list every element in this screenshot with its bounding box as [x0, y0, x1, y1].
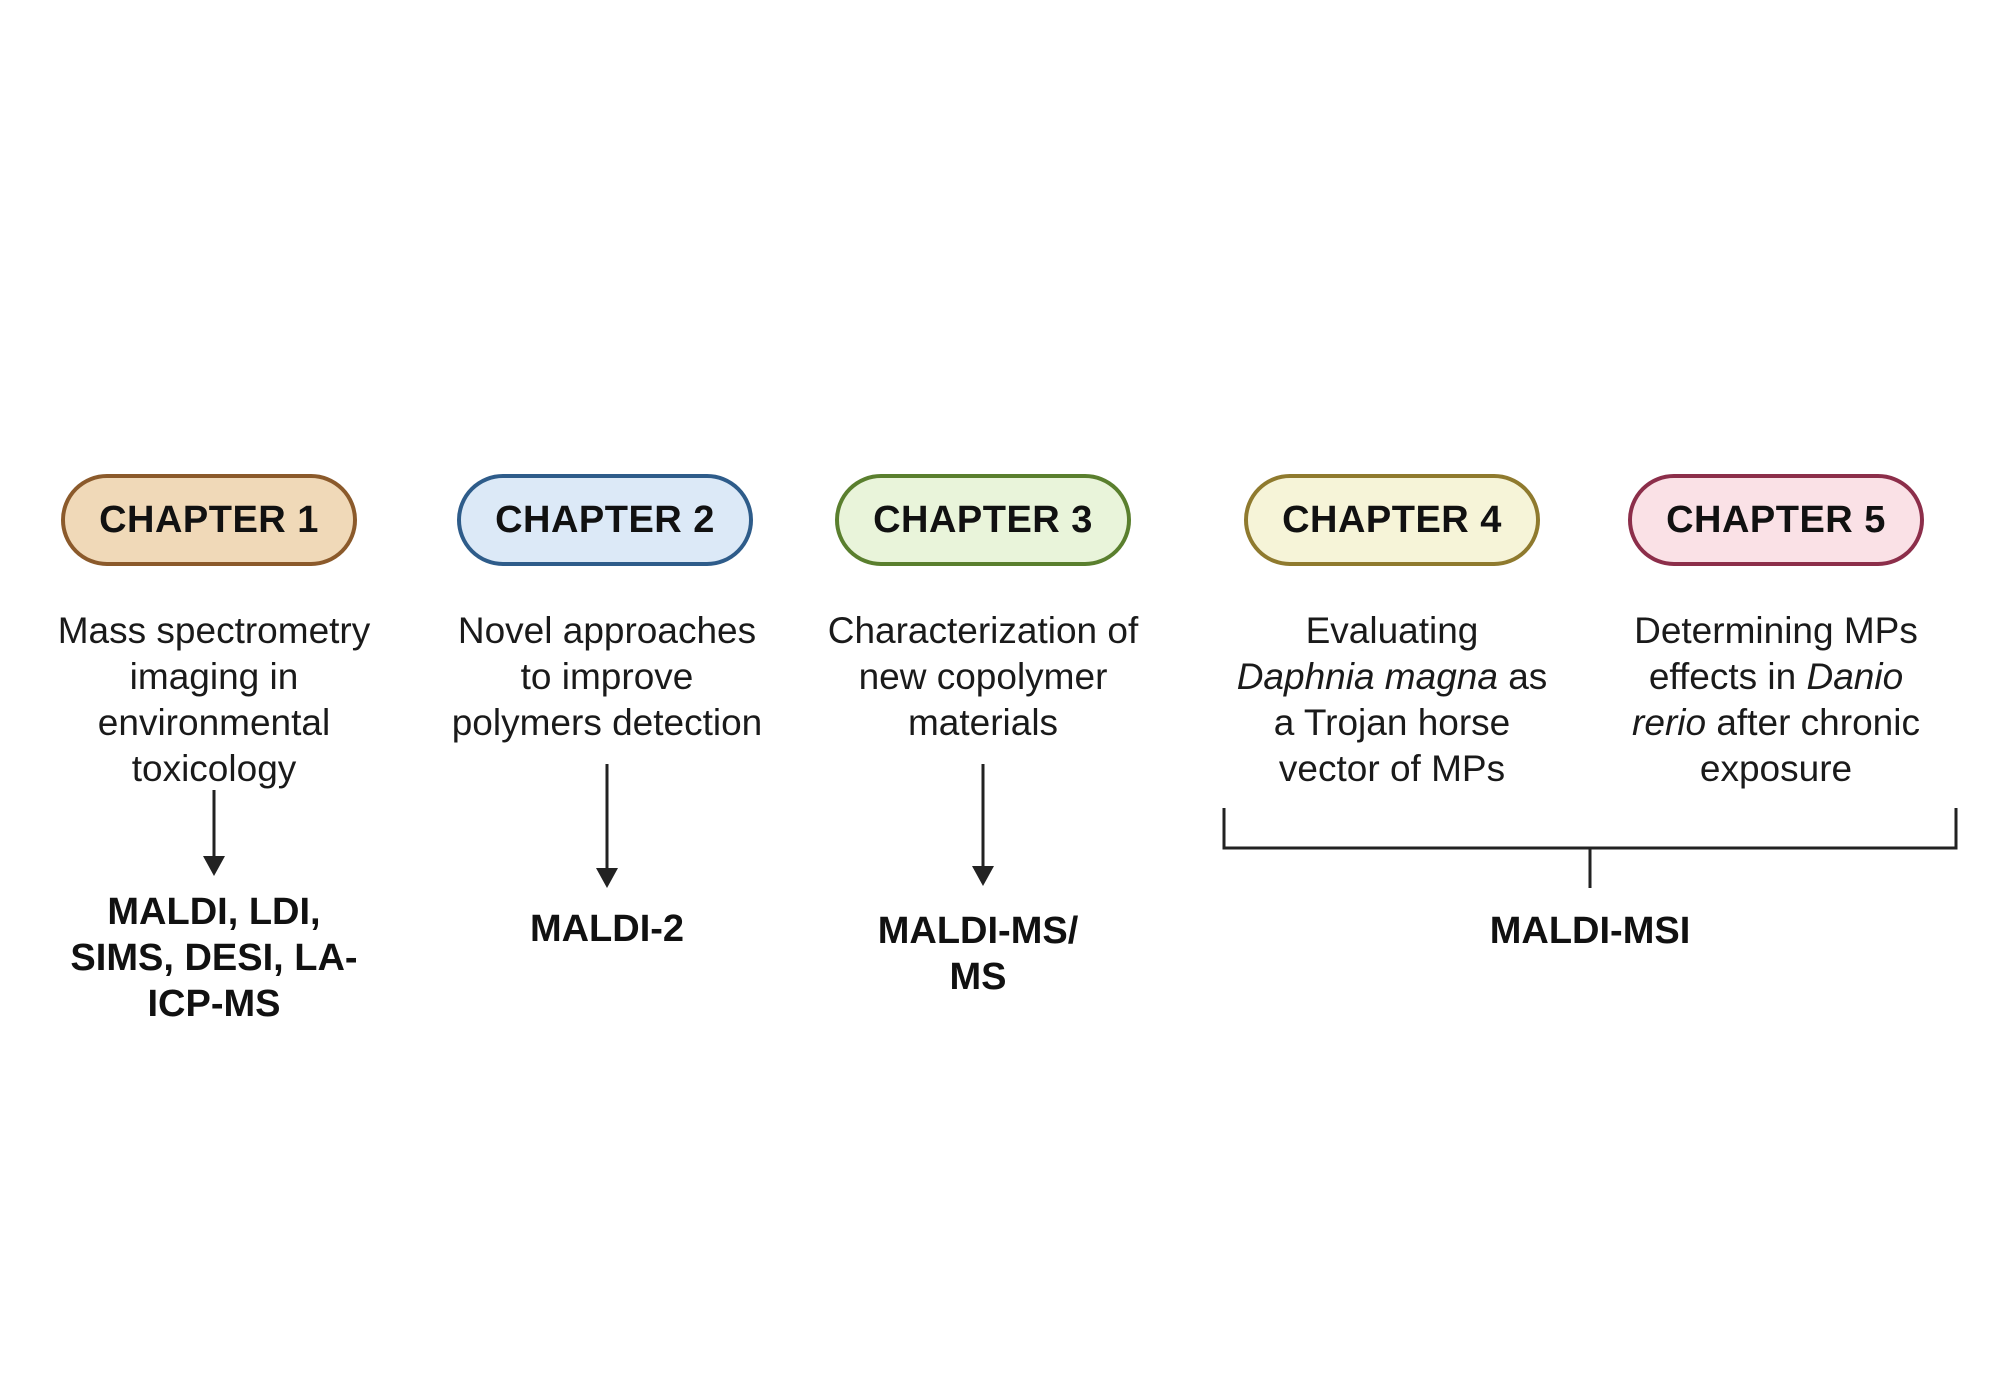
chapter-3-label: CHAPTER 3 [873, 498, 1093, 541]
description-text: effects in [1648, 656, 1807, 697]
description-text: toxicology [131, 748, 297, 789]
description-text: Novel approaches [457, 610, 757, 651]
chapter-5-label: CHAPTER 5 [1666, 498, 1886, 541]
description-line: materials [793, 700, 1173, 746]
description-line: effects in Danio [1586, 654, 1966, 700]
description-text: imaging in [129, 656, 299, 697]
chapter-1-description: Mass spectrometry imaging in environmental… [24, 608, 404, 792]
chapter-4-label: CHAPTER 4 [1282, 498, 1502, 541]
chapter-1-label: CHAPTER 1 [99, 498, 319, 541]
chapter-3-method: MALDI-MS/ MS [828, 908, 1128, 1000]
description-text: new copolymer [858, 656, 1108, 697]
chapter-2-label: CHAPTER 2 [495, 498, 715, 541]
description-text: vector of MPs [1278, 748, 1506, 789]
arrow-chapter-3 [972, 764, 994, 886]
description-line: environmental [24, 700, 404, 746]
species-name: Danio [1806, 656, 1904, 697]
description-text: polymers detection [451, 702, 763, 743]
chapter-5-badge: CHAPTER 5 [1628, 474, 1924, 566]
method-line: MALDI, LDI, [107, 891, 321, 933]
chapter-2-description: Novel approaches to improve polymers detec… [417, 608, 797, 746]
method-line: MALDI-MS/ [877, 910, 1079, 952]
description-text: after chronic [1706, 702, 1920, 743]
arrow-chapter-1 [203, 790, 225, 876]
description-text: to improve [520, 656, 694, 697]
description-line: a Trojan horse [1202, 700, 1582, 746]
chapter-1-badge: CHAPTER 1 [61, 474, 357, 566]
chapter-4-badge: CHAPTER 4 [1244, 474, 1540, 566]
description-line: Mass spectrometry [24, 608, 404, 654]
description-text: exposure [1699, 748, 1853, 789]
shared-method-chapters-4-5: MALDI-MSI [1440, 908, 1740, 954]
bracket-chapters-4-5 [1222, 808, 1958, 888]
description-line: Novel approaches [417, 608, 797, 654]
method-line: SIMS, DESI, LA- [70, 937, 358, 979]
description-line: Evaluating [1202, 608, 1582, 654]
description-line: Characterization of [793, 608, 1173, 654]
description-line: Daphnia magna as [1202, 654, 1582, 700]
chapter-2-badge: CHAPTER 2 [457, 474, 753, 566]
description-line: polymers detection [417, 700, 797, 746]
description-line: toxicology [24, 746, 404, 792]
description-text: materials [907, 702, 1059, 743]
description-text: Characterization of [827, 610, 1139, 651]
description-text: Mass spectrometry [57, 610, 371, 651]
chapter-3-badge: CHAPTER 3 [835, 474, 1131, 566]
species-name: Daphnia magna [1236, 656, 1498, 697]
description-line: to improve [417, 654, 797, 700]
description-text: a Trojan horse [1273, 702, 1511, 743]
description-text: environmental [97, 702, 331, 743]
species-name: rerio [1632, 702, 1707, 743]
description-line: Determining MPs [1586, 608, 1966, 654]
description-line: rerio after chronic [1586, 700, 1966, 746]
chapter-1-method: MALDI, LDI, SIMS, DESI, LA- ICP-MS [44, 889, 384, 1027]
arrow-chapter-2 [596, 764, 618, 888]
method-line: MALDI-MSI [1489, 910, 1691, 952]
description-text: Determining MPs [1634, 610, 1918, 651]
description-line: new copolymer [793, 654, 1173, 700]
method-line: MS [949, 956, 1007, 998]
description-text: as [1497, 656, 1548, 697]
chapter-2-method: MALDI-2 [457, 906, 757, 952]
chapter-3-description: Characterization of new copolymer material… [793, 608, 1173, 746]
description-line: exposure [1586, 746, 1966, 792]
description-line: imaging in [24, 654, 404, 700]
description-line: vector of MPs [1202, 746, 1582, 792]
method-line: MALDI-2 [529, 908, 685, 950]
method-line: ICP-MS [147, 983, 281, 1025]
description-text: Evaluating [1305, 610, 1479, 651]
